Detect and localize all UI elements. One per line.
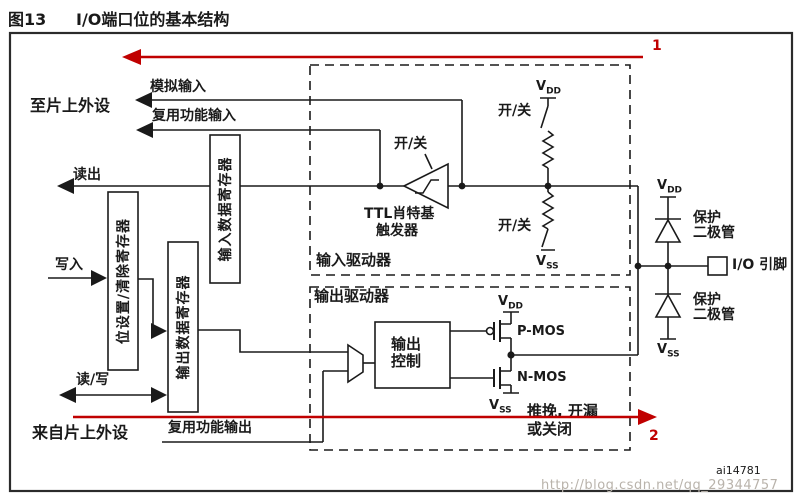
- io-pin-pad: [707, 256, 728, 276]
- output-driver-label: 输出驱动器: [314, 287, 390, 305]
- pin-vss-label: VSS: [657, 342, 680, 360]
- read-write-label: 读/写: [76, 372, 110, 388]
- from-peripheral-label: 来自片上外设: [32, 423, 129, 442]
- output-mux: [347, 343, 375, 384]
- to-peripheral-label: 至片上外设: [30, 96, 111, 115]
- io-pin-label: I/O 引脚: [732, 257, 788, 273]
- red-arrow2-head: [638, 409, 657, 425]
- output-control-label: 输出 控制: [391, 335, 422, 370]
- watermark-text: http://blog.csdn.net/qq_29344757: [541, 478, 779, 493]
- alt-func-input-line: [151, 129, 381, 186]
- pin-vdd-label: VDD: [657, 178, 683, 196]
- input-data-register-label: 输入数据寄存器: [218, 156, 234, 262]
- read-label: 读出: [73, 167, 101, 183]
- input-driver-label: 输入驱动器: [316, 251, 392, 269]
- pulldown-vss-label: VSS: [536, 254, 559, 272]
- bitset-arrowhead: [151, 323, 167, 339]
- nmos-symbol: [493, 355, 519, 394]
- mode-label-line1: 推挽, 开漏: [527, 402, 598, 420]
- analog-input-label: 模拟输入: [150, 79, 206, 95]
- protection-diodes: [654, 196, 682, 340]
- protect-diode-bottom-label: 保护 二极管: [693, 292, 735, 324]
- outputreg-to-mux: [198, 329, 348, 353]
- pullup-vdd-label: VDD: [536, 79, 562, 97]
- alt-func-input-label: 复用功能输入: [152, 108, 236, 124]
- trigger-on-off-label: 开/关: [394, 136, 428, 152]
- mode-label-line2: 或关闭: [527, 420, 573, 438]
- read-write-right-arrowhead: [151, 387, 167, 403]
- input-driver-box: [309, 64, 631, 276]
- nmos-label: N-MOS: [517, 370, 567, 385]
- protect-diode-top-label: 保护 二极管: [693, 210, 735, 242]
- pmos-symbol: [493, 311, 519, 355]
- write-arrowhead: [91, 270, 107, 286]
- red-arrow2-label: 2: [649, 428, 659, 444]
- write-label: 写入: [55, 257, 83, 273]
- alt-func-input-arrowhead: [136, 122, 153, 138]
- bitset-connector: [138, 278, 154, 332]
- read-arrowhead: [57, 178, 74, 194]
- output-vss-label: VSS: [489, 398, 512, 416]
- red-arrow1-head: [122, 49, 141, 65]
- pmos-bubble: [485, 326, 495, 336]
- schmitt-label-line1: TTL肖特基: [364, 206, 435, 222]
- bit-set-clear-register-label: 位设置/清除寄存器: [116, 217, 132, 345]
- schmitt-trigger: [402, 153, 449, 210]
- schmitt-label-line2: 触发器: [376, 223, 418, 239]
- figure-title: I/O端口位的基本结构: [76, 10, 230, 29]
- pullup-pulldown-chain: [540, 97, 556, 251]
- read-write-left-arrowhead: [59, 387, 76, 403]
- pmos-label: P-MOS: [517, 324, 566, 339]
- figure-code: ai14781: [716, 464, 761, 477]
- figure-label: 图13: [8, 10, 47, 29]
- output-vdd-label: VDD: [498, 294, 524, 312]
- pulldown-on-off-label: 开/关: [498, 218, 532, 234]
- pullup-on-off-label: 开/关: [498, 103, 532, 119]
- alt-func-output-label: 复用功能输出: [168, 420, 252, 436]
- red-arrow1-label: 1: [652, 38, 662, 54]
- output-data-register-label: 输出数据寄存器: [176, 274, 192, 380]
- output-driver-box: [309, 286, 631, 451]
